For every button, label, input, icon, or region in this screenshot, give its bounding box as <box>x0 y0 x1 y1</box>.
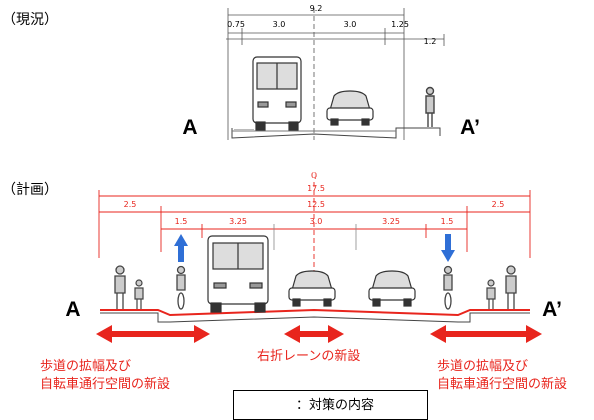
measure-arrow-center <box>284 325 344 343</box>
plan-centerline-mark: ℚ <box>311 171 317 180</box>
plan-section-label: （計画） <box>2 182 58 198</box>
measure-arrow-right <box>430 325 542 343</box>
bicycle-direction-down-arrow-icon <box>441 234 455 262</box>
plan-row3-dim-0: 1.5 <box>175 217 188 226</box>
current-dim-1: 3.0 <box>273 20 286 29</box>
plan-row3-dim-2: 3.0 <box>310 217 323 226</box>
measure-arrow-left <box>96 325 210 343</box>
plan-gray-dimension-lines <box>273 224 357 250</box>
current-dim-2: 3.0 <box>344 20 357 29</box>
legend-text: ：対策の内容 <box>296 398 375 413</box>
plan-car-right <box>368 270 416 307</box>
plan-total-width: 17.5 <box>307 184 325 193</box>
current-car <box>326 90 374 126</box>
plan-row3-dim-3: 3.25 <box>382 217 400 226</box>
plan-row2-dim-1: 12.5 <box>307 200 325 209</box>
description-left-line-2: 自転車通行空間の新設 <box>40 377 171 392</box>
plan-dimension-lines <box>98 182 531 300</box>
current-section-label: （現況） <box>2 12 58 28</box>
plan-car-center <box>288 270 336 307</box>
current-bus <box>252 56 302 131</box>
description-left-line-1: 歩道の拡幅及び <box>40 359 132 374</box>
description-right: 歩道の拡幅及び 自転車通行空間の新設 <box>437 358 567 394</box>
current-road-section <box>231 127 441 139</box>
current-dimension-lines <box>226 8 445 140</box>
current-dim-3: 1.25 <box>391 20 409 29</box>
bicycle-direction-up-arrow-icon <box>174 234 188 262</box>
current-total-width: 9.2 <box>310 4 323 13</box>
current-end-right: A’ <box>460 116 480 139</box>
plan-pedestrian-left-2 <box>134 279 144 309</box>
plan-cyclist-right <box>443 265 453 310</box>
description-right-line-2: 自転車通行空間の新設 <box>437 377 568 392</box>
current-end-left: A <box>182 116 197 139</box>
plan-pedestrian-left-1 <box>114 265 126 309</box>
plan-end-left: A <box>65 298 80 321</box>
plan-cyclist-left <box>176 265 186 310</box>
current-pedestrian <box>425 86 435 127</box>
current-dim-0: 0.75 <box>227 20 245 29</box>
current-inner-dim: 1.2 <box>424 37 437 46</box>
description-right-line-1: 歩道の拡幅及び <box>437 359 529 374</box>
plan-row3-dim-4: 1.5 <box>441 217 454 226</box>
plan-row2-dim-2: 2.5 <box>492 200 505 209</box>
plan-road-section <box>100 308 530 323</box>
plan-row3-dim-1: 3.25 <box>229 217 247 226</box>
description-left: 歩道の拡幅及び 自転車通行空間の新設 <box>40 358 170 394</box>
plan-bus <box>207 235 269 313</box>
plan-end-right: A’ <box>542 298 562 321</box>
plan-pedestrian-right-2 <box>505 265 517 309</box>
description-center: 右折レーンの新設 <box>257 349 361 364</box>
plan-pedestrian-right-1 <box>486 279 496 309</box>
plan-row2-dim-0: 2.5 <box>124 200 137 209</box>
